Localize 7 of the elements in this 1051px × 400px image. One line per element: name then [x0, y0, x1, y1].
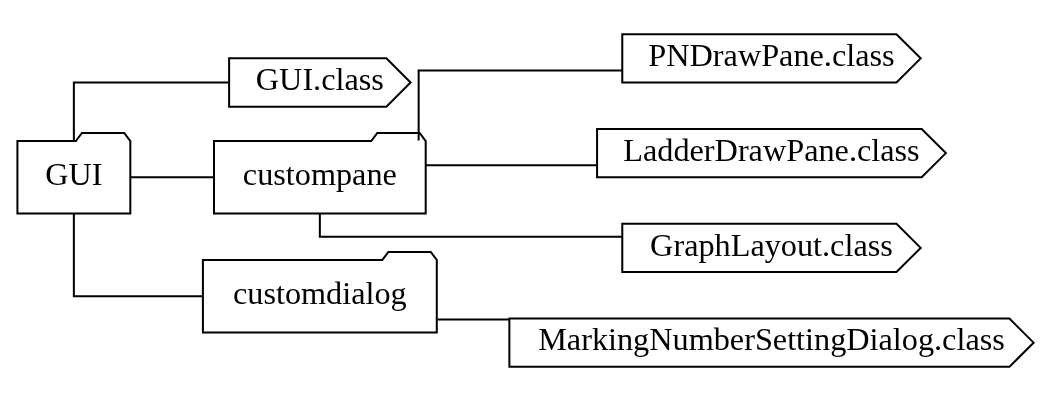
connector [417, 68, 622, 141]
connector [425, 163, 597, 166]
connector [72, 81, 229, 141]
connector [130, 175, 214, 178]
connector [437, 317, 510, 320]
connector [318, 213, 622, 238]
connector [72, 213, 203, 297]
